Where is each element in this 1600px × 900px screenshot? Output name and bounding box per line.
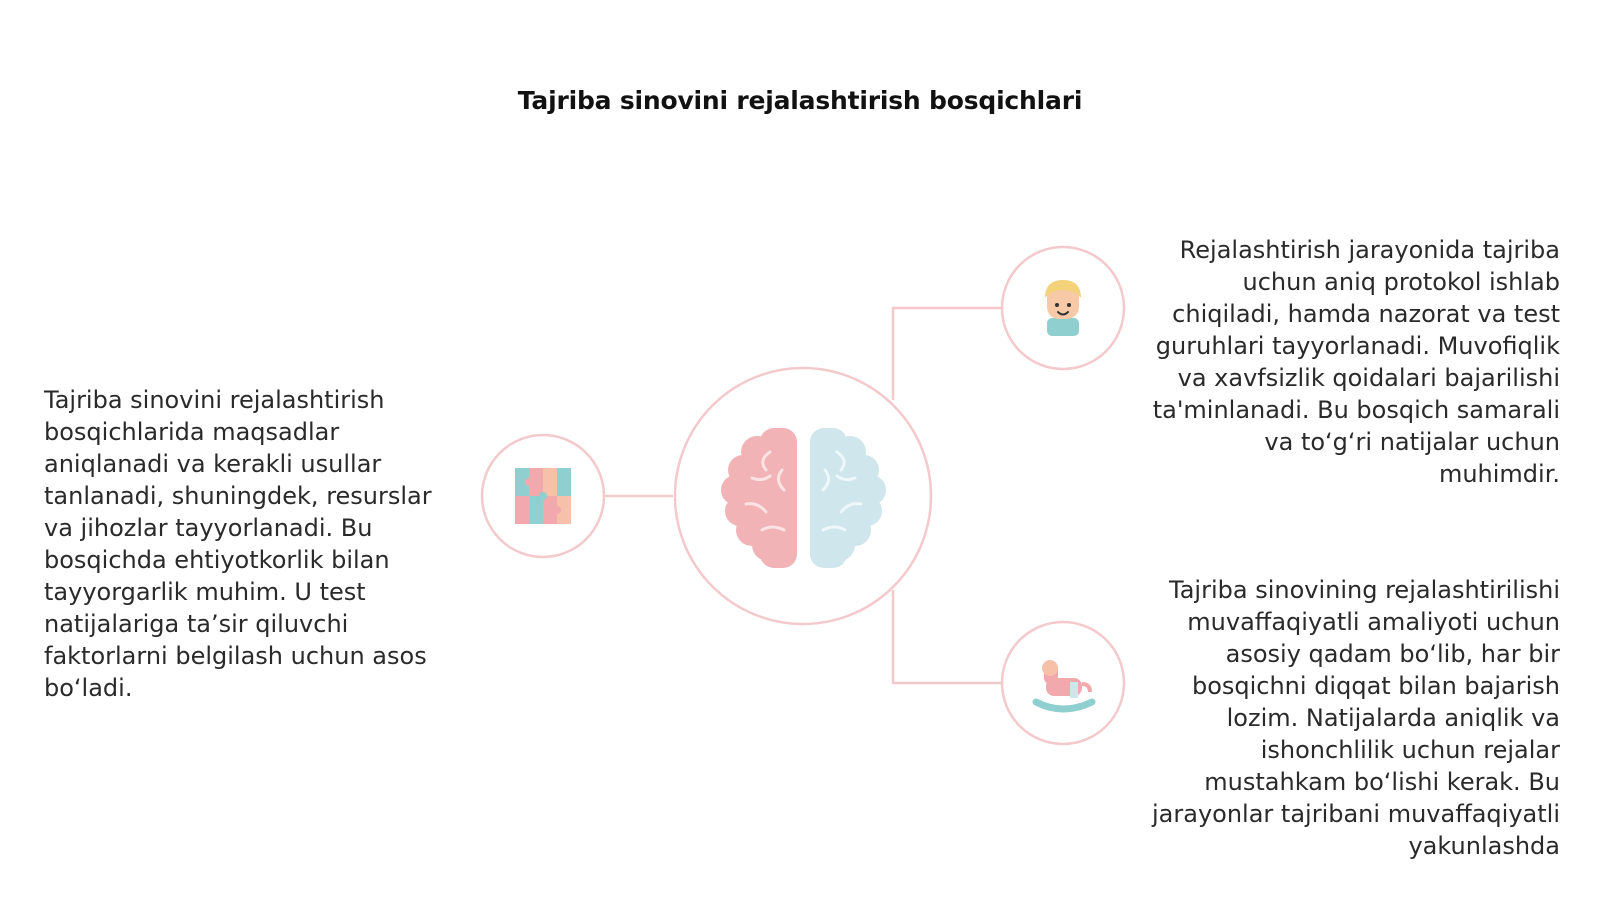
connector-top-right <box>891 306 1002 400</box>
top-right-node <box>1000 245 1126 371</box>
left-node <box>480 433 606 559</box>
center-node <box>673 366 933 626</box>
bottom-right-node <box>1000 620 1126 746</box>
connectors <box>603 306 1002 685</box>
right-description-top: Rejalashtirish jarayonida tajriba uchun … <box>1152 236 1560 488</box>
connector-bottom-right <box>891 590 1002 685</box>
left-description: Tajriba sinovini rejalashtirish bosqichl… <box>44 386 432 702</box>
page-title: Tajriba sinovini rejalashtirish bosqichl… <box>517 86 1083 115</box>
rocking-horse-icon <box>1032 660 1096 713</box>
brain-icon <box>721 428 886 568</box>
puzzle-icon <box>515 468 571 524</box>
right-description-bottom: Tajriba sinovining rejalashtirilishi muv… <box>1152 576 1560 860</box>
child-face-icon <box>1045 280 1081 336</box>
